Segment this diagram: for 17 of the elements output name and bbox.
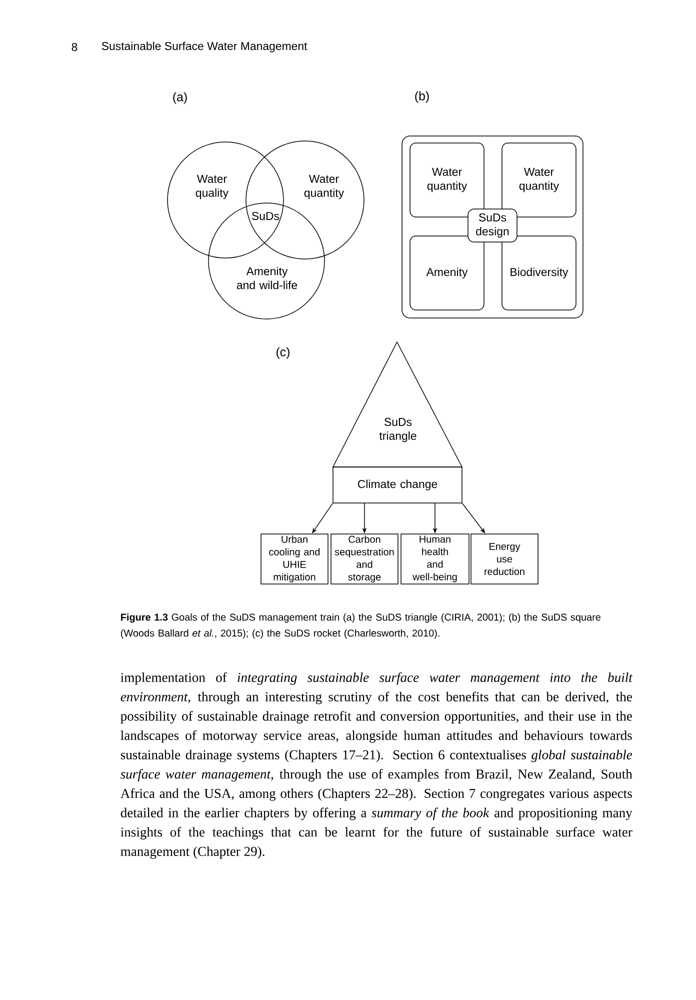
rounded-box: Amenity xyxy=(410,236,484,310)
running-header: Sustainable Surface Water Management xyxy=(102,42,308,52)
intersection-label: SuDs xyxy=(252,212,280,220)
rounded-frame xyxy=(402,136,584,318)
rounded-box: Biodiversity xyxy=(502,236,576,310)
text-box: Human health and well-being xyxy=(400,534,470,584)
panel-label: (a) xyxy=(173,92,187,104)
text-box: Urban cooling and UHIE mitigation xyxy=(260,534,328,584)
text-box: Climate change xyxy=(332,466,462,504)
body-text: implementation of integrating sustainable surface water management into the built environment, through an interesting scrutiny of the cost benefits that can be derived, the possibility of sustainable drainage retrofit and conversion opportunities, and their use in the landscapes of motorway service areas, alongside human attitudes and behaviours towards sustainable drainage systems (Chapters 17–21). Section 6 contextualises global sustainable surface water management, through the use of examples from Brazil, New Zealand, South Africa and the USA, among others (Chapters 22–28). Section 7 congregates various aspects detailed in the earlier chapters by offering a summary of the book and propositioning many insights of the teachings that can be learnt for the future of sustainable surface water management (Chapter 29). xyxy=(120,672,633,859)
text-box: Energy use reduction xyxy=(470,534,538,584)
text-box: Carbon sequestration and storage xyxy=(330,534,398,584)
page-number: 8 xyxy=(72,42,78,52)
panel-label: (b) xyxy=(415,91,429,103)
rounded-box: SuDs design xyxy=(468,208,518,242)
panel-label: (c) xyxy=(276,347,290,359)
figure-caption: Figure 1.3 Goals of the SuDS management train (a) the SuDS triangle (CIRIA, 2001); (b) the SuDS square (Woods Ballard et al., 2015); (c) the SuDS rocket (Charlesworth, 2010). xyxy=(121,613,600,639)
